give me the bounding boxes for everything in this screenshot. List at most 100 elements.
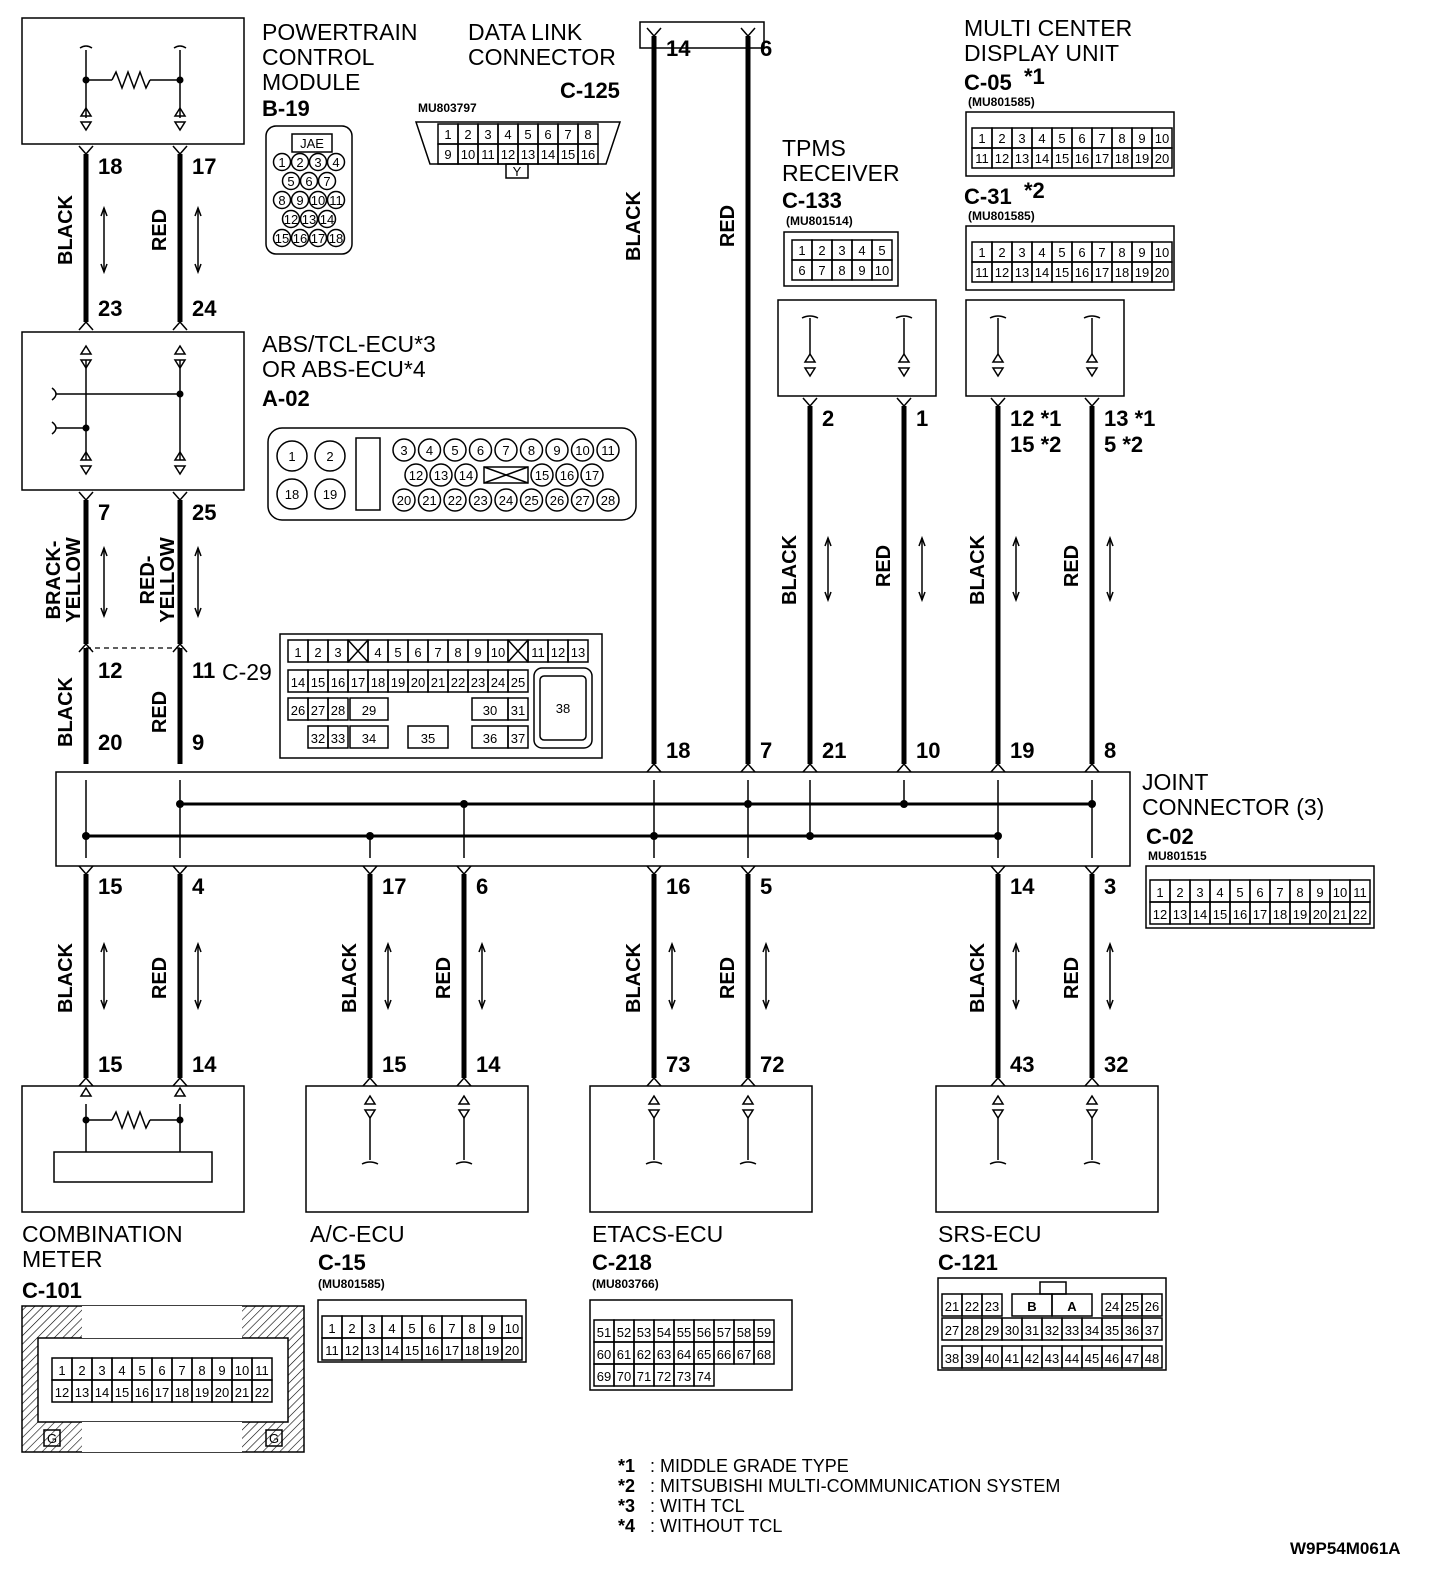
joint-pin-17: 17 xyxy=(1253,907,1267,922)
dlc-pin-7: 7 xyxy=(564,127,571,142)
abs_black-color-line2: YELLOW xyxy=(63,537,85,623)
srs_black-pin-top: 14 xyxy=(1010,874,1035,899)
srs-pin-26: 26 xyxy=(1145,1299,1159,1314)
ac-pin-5: 5 xyxy=(408,1321,415,1336)
abs-pin-25: 25 xyxy=(524,493,538,508)
figure-reference: W9P54M061A xyxy=(1290,1539,1401,1558)
wires-layer: 1823BLACK1724RED7BRACK-YELLOW25RED-YELLO… xyxy=(43,27,1155,1087)
tpms-label: TPMS RECEIVER C-133 (MU801514) xyxy=(782,135,900,228)
joint-pin-3: 3 xyxy=(1196,885,1203,900)
dlc_black-pin-bottom: 18 xyxy=(666,738,690,763)
ac-pin-2: 2 xyxy=(348,1321,355,1336)
meter-pin-14: 14 xyxy=(95,1385,109,1400)
dlc-pin-4: 4 xyxy=(504,127,511,142)
etacs-pin-64: 64 xyxy=(677,1347,691,1362)
mcdu-c05-pin-6: 6 xyxy=(1078,131,1085,146)
ac_red-color: RED xyxy=(433,957,455,999)
ac-pin-19: 19 xyxy=(485,1343,499,1358)
abs_black-pin-bottom: 12 xyxy=(98,658,122,683)
ac-pin-4: 4 xyxy=(388,1321,395,1336)
c29-pin-13: 13 xyxy=(571,645,585,660)
dlc_red-color: RED xyxy=(717,205,739,247)
abs_black-pin-top: 7 xyxy=(98,500,110,525)
c29-pin-34: 34 xyxy=(362,731,376,746)
c29-pin-7: 7 xyxy=(434,645,441,660)
pcm_red-color: RED xyxy=(149,209,171,251)
abs-internal-circuit xyxy=(51,344,187,476)
srs_black-pin-bottom: 43 xyxy=(1010,1052,1034,1077)
etacs-pin-66: 66 xyxy=(717,1347,731,1362)
c29-pin-2: 2 xyxy=(314,645,321,660)
abs-pin-24: 24 xyxy=(499,493,513,508)
ac-pin-10: 10 xyxy=(505,1321,519,1336)
mcdu-part-number: (MU801585) xyxy=(968,95,1035,109)
dlc_black-color: BLACK xyxy=(623,190,645,261)
joint-pin-6: 6 xyxy=(1256,885,1263,900)
note-mark-2: *2 xyxy=(618,1476,635,1496)
pcm-pin-10: 10 xyxy=(311,193,325,208)
joint-buses xyxy=(82,780,1096,858)
ac-pin-20: 20 xyxy=(505,1343,519,1358)
joint-name-line1: JOINT xyxy=(1142,769,1208,795)
mcdu-c31-pin-3: 3 xyxy=(1018,245,1025,260)
c29-pin-35: 35 xyxy=(421,731,435,746)
abs-pin-21: 21 xyxy=(422,493,436,508)
meter-tag-right: G xyxy=(269,1431,279,1446)
meter_red-color: RED xyxy=(149,957,171,999)
pcm_black-color: BLACK xyxy=(55,194,77,265)
srs_red-pin-bottom: 32 xyxy=(1104,1052,1128,1077)
etacs-pin-54: 54 xyxy=(657,1325,671,1340)
ac-pin-3: 3 xyxy=(368,1321,375,1336)
tpms-pin-10: 10 xyxy=(875,263,889,278)
dlc-pin-8: 8 xyxy=(584,127,591,142)
meter-pin-17: 17 xyxy=(155,1385,169,1400)
note-mark-1: *1 xyxy=(618,1456,635,1476)
meter-pin-2: 2 xyxy=(78,1363,85,1378)
mcdu-c05-pin-2: 2 xyxy=(998,131,1005,146)
abs-connector-code: A-02 xyxy=(262,386,310,411)
ac-pin-12: 12 xyxy=(345,1343,359,1358)
tpms-internal xyxy=(801,315,913,378)
etacs_red-pin-top: 5 xyxy=(760,874,772,899)
tpms-pin-6: 6 xyxy=(798,263,805,278)
pcm-internal-circuit xyxy=(79,45,187,132)
c29-pin-5: 5 xyxy=(394,645,401,660)
srs-pin-30: 30 xyxy=(1005,1323,1019,1338)
mcdu-c05-pin-16: 16 xyxy=(1075,151,1089,166)
abs-pin-8: 8 xyxy=(528,443,535,458)
c29-pin-17: 17 xyxy=(351,675,365,690)
tpms-pin-7: 7 xyxy=(818,263,825,278)
mcdu-code-mark: *1 xyxy=(1024,64,1045,89)
mcdu-c31-pin-11: 11 xyxy=(975,265,989,280)
etacs-pin-69: 69 xyxy=(597,1369,611,1384)
pcm-pin-18: 18 xyxy=(329,231,343,246)
srs-pin-27: 27 xyxy=(945,1323,959,1338)
ac-pin-7: 7 xyxy=(448,1321,455,1336)
c29-pin-37: 37 xyxy=(511,731,525,746)
srs-pin-25: 25 xyxy=(1125,1299,1139,1314)
meter_red-pin-top: 4 xyxy=(192,874,205,899)
c29-pin-12: 12 xyxy=(551,645,565,660)
c29-pin-30: 30 xyxy=(483,703,497,718)
mcdu-c05-pin-11: 11 xyxy=(975,151,989,166)
mcdu-box xyxy=(965,299,1125,397)
ac-pin-1: 1 xyxy=(328,1321,335,1336)
mcdu-connector-code-2: C-31 xyxy=(964,184,1012,209)
mcdu-c31-pin-9: 9 xyxy=(1138,245,1145,260)
abs-pin-1: 1 xyxy=(288,449,295,464)
mcdu-c31-pin-16: 16 xyxy=(1075,265,1089,280)
meter-pin-19: 19 xyxy=(195,1385,209,1400)
mcdu-c31-pin-7: 7 xyxy=(1098,245,1105,260)
etacs-label: ETACS-ECU C-218 (MU803766) xyxy=(592,1221,723,1291)
dlc-box xyxy=(639,21,765,49)
srs-pin-B: B xyxy=(1027,1299,1036,1314)
mcdu-c31-pin-4: 4 xyxy=(1038,245,1045,260)
srs_red-pin-top: 3 xyxy=(1104,874,1116,899)
dlc-pin-10: 10 xyxy=(461,147,475,162)
srs-name: SRS-ECU xyxy=(938,1221,1042,1247)
etacs-pin-59: 59 xyxy=(757,1325,771,1340)
